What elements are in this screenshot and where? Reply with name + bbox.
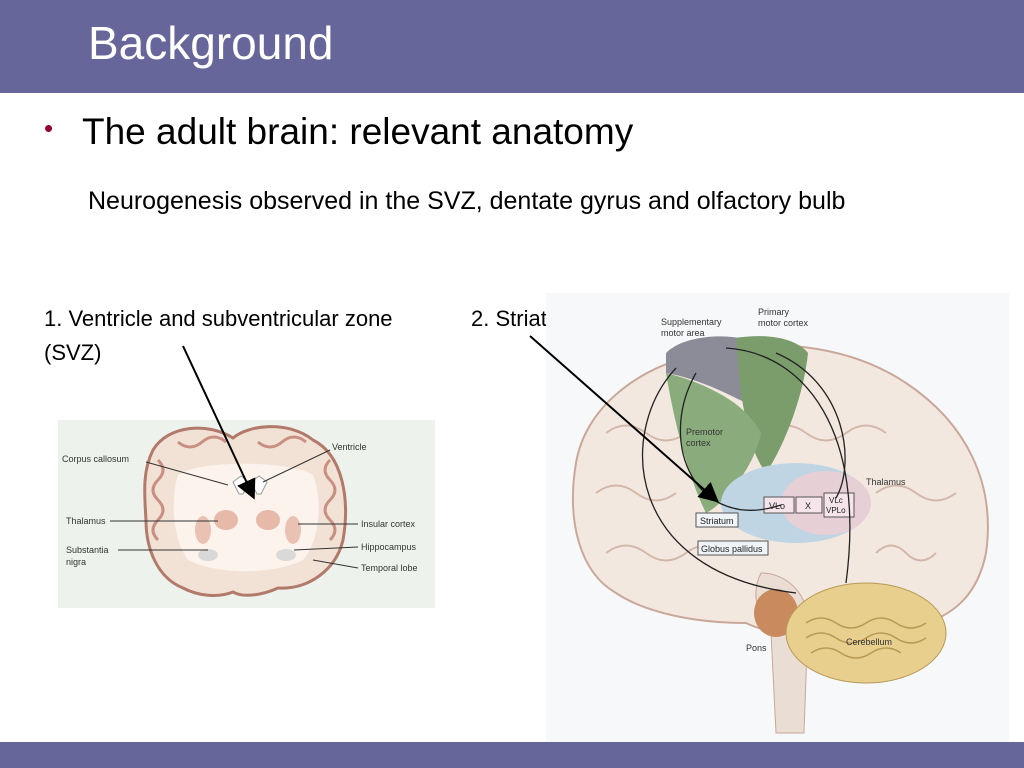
label-corpus-callosum: Corpus callosum	[62, 454, 129, 464]
coronal-brain-illustration: Corpus callosum Ventricle Thalamus Insul…	[62, 425, 418, 597]
coronal-brain-figure: Corpus callosum Ventricle Thalamus Insul…	[58, 420, 435, 608]
label-thalamus: Thalamus	[66, 516, 106, 526]
label-supplementary: Supplementary	[661, 317, 722, 327]
label-pons: Pons	[746, 643, 767, 653]
label-substantia: Substantia	[66, 545, 109, 555]
label-temporal-lobe: Temporal lobe	[361, 563, 418, 573]
footer-bar	[0, 742, 1024, 768]
label-ventricle-svz: 1. Ventricle and subventricular zone (SV…	[44, 306, 393, 365]
label-x: X	[805, 501, 811, 511]
label-premotor: Premotor	[686, 427, 723, 437]
label-vplo: VPLo	[826, 506, 846, 515]
label-ventricle: Ventricle	[332, 442, 367, 452]
bullet-icon: •	[44, 113, 54, 143]
label-nigra: nigra	[66, 557, 86, 567]
bullet-text: The adult brain: relevant anatomy	[82, 111, 634, 152]
label-striatum-box: Striatum	[700, 516, 734, 526]
title-bar: Background	[0, 0, 1024, 93]
label-thalamus-sagittal: Thalamus	[866, 477, 906, 487]
label-insular-cortex: Insular cortex	[361, 519, 416, 529]
label-vlc: VLc	[829, 496, 843, 505]
label-hippocampus: Hippocampus	[361, 542, 417, 552]
label-cerebellum: Cerebellum	[846, 637, 892, 647]
slide-title: Background	[88, 17, 334, 69]
label-motor-cortex: motor cortex	[758, 318, 809, 328]
label-globus-pallidus: Globus pallidus	[701, 544, 763, 554]
subtitle: Neurogenesis observed in the SVZ, dentat…	[88, 187, 846, 215]
sagittal-brain-figure: VLo X VLc VPLo Striatum Globus pallidus …	[546, 293, 1009, 745]
sagittal-brain-illustration: VLo X VLc VPLo Striatum Globus pallidus …	[572, 307, 989, 734]
label-motor-area: motor area	[661, 328, 705, 338]
label-primary: Primary	[758, 307, 789, 317]
label-cortex: cortex	[686, 438, 711, 448]
